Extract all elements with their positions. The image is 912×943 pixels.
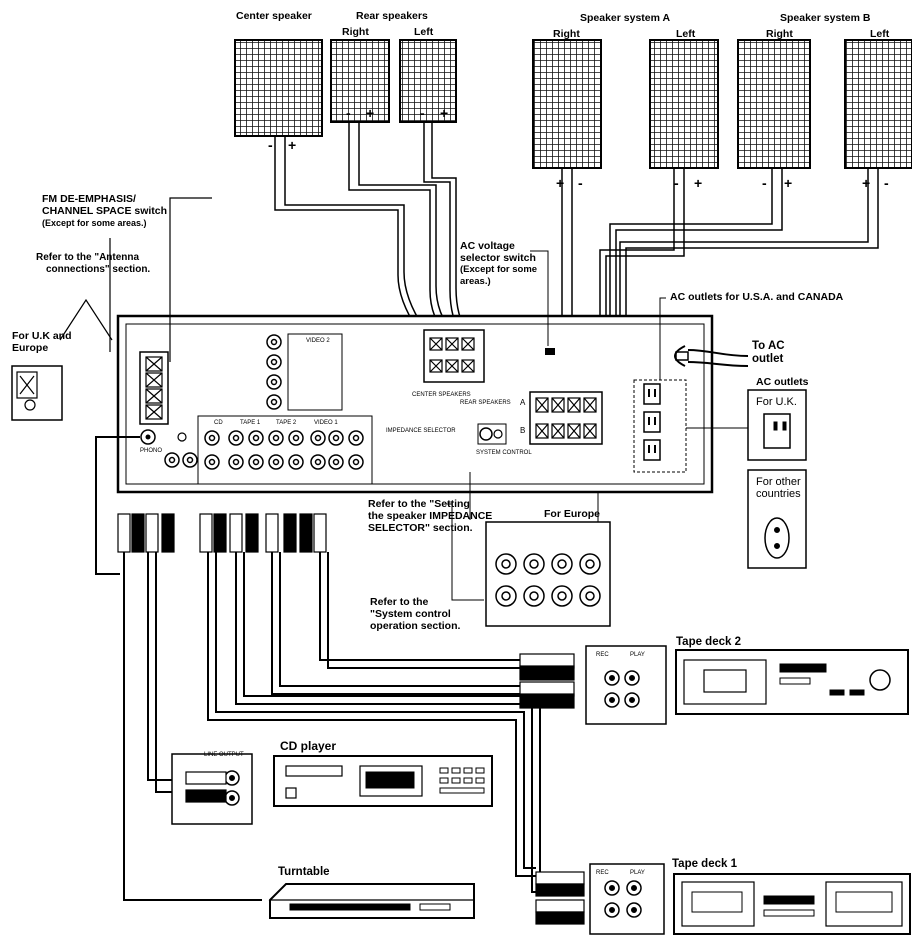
- ac-voltage-line2: selector switch: [460, 252, 536, 264]
- uk-europe-line1: For U.K and: [12, 330, 72, 342]
- center-speaker-label: Center speaker: [236, 10, 312, 22]
- speaker-system-b-left: [844, 39, 912, 169]
- tape-deck-2: [519, 645, 909, 725]
- rear-left-label: Left: [414, 26, 434, 38]
- a-left-minus: -: [674, 175, 679, 191]
- cd-player: [171, 753, 493, 825]
- rear-left-minus: -: [420, 105, 425, 121]
- system-control-callout-line1: Refer to the: [370, 596, 429, 608]
- terminal-b: B: [520, 426, 526, 435]
- center-minus: -: [268, 137, 273, 153]
- system-a-left-label: Left: [676, 28, 696, 40]
- speaker-system-a-label: Speaker system A: [580, 12, 671, 24]
- b-left-plus: +: [862, 175, 871, 191]
- b-right-minus: -: [762, 175, 767, 191]
- b-right-plus: +: [784, 175, 793, 191]
- fm-deemphasis-line1: FM DE-EMPHASIS/: [42, 193, 136, 205]
- panel-impedance-selector: IMPEDANCE SELECTOR: [386, 428, 456, 434]
- b-left-minus: -: [884, 175, 889, 191]
- fm-deemphasis-line2: CHANNEL SPACE switch: [42, 205, 168, 217]
- deck1-rec: REC: [596, 870, 609, 876]
- antenna-callout-line1: Refer to the "Antenna: [36, 252, 140, 263]
- uk-europe-line2: Europe: [12, 342, 49, 354]
- impedance-callout-line1: Refer to the "Setting: [368, 498, 470, 510]
- panel-tape-2: TAPE 2: [276, 420, 297, 426]
- panel-tape-1: TAPE 1: [240, 420, 261, 426]
- panel-video-1: VIDEO 1: [314, 420, 338, 426]
- panel-video-2: VIDEO 2: [306, 338, 330, 344]
- turntable-label: Turntable: [278, 866, 330, 878]
- turntable: [268, 883, 475, 919]
- panel-phono: PHONO: [140, 448, 163, 454]
- tape-deck-1-label: Tape deck 1: [672, 858, 737, 870]
- ac-voltage-line3: (Except for some: [460, 264, 538, 275]
- rca-plugs: [117, 513, 327, 553]
- impedance-callout-line3: SELECTOR" section.: [368, 522, 473, 534]
- panel-cd: CD: [214, 420, 223, 426]
- impedance-callout-line2: the speaker IMPEDANCE: [368, 510, 493, 522]
- ac-outlet-insets: [659, 297, 807, 569]
- a-left-plus: +: [694, 175, 703, 191]
- antenna-area: [11, 197, 212, 421]
- panel-system-control: SYSTEM CONTROL: [476, 450, 532, 456]
- speaker-system-b-label: Speaker system B: [780, 12, 871, 24]
- cd-line-output: LINE OUTPUT: [204, 752, 244, 758]
- for-other-line2: countries: [756, 488, 801, 500]
- terminal-a: A: [520, 398, 526, 407]
- to-ac-line1: To AC: [752, 340, 785, 352]
- rear-speaker-left: [399, 39, 457, 123]
- rear-speaker-right: [330, 39, 390, 123]
- rear-right-plus: +: [366, 105, 375, 121]
- system-control-callout-line3: operation section.: [370, 620, 461, 632]
- panel-center-speakers: CENTER SPEAKERS: [412, 392, 471, 398]
- fm-deemphasis-line3: (Except for some areas.): [42, 218, 147, 228]
- panel-rear-speakers: REAR SPEAKERS: [460, 400, 511, 406]
- center-speaker: [234, 39, 323, 137]
- a-right-minus: -: [578, 175, 583, 191]
- system-b-left-label: Left: [870, 28, 890, 40]
- ac-outlets-usa-label: AC outlets for U.S.A. and CANADA: [670, 291, 844, 303]
- deck1-play: PLAY: [630, 870, 645, 876]
- ac-voltage-line4: areas.): [460, 276, 491, 287]
- receiver-panel: [116, 314, 749, 494]
- tape-deck-1: [535, 863, 911, 935]
- system-control-callout-line2: "System control: [370, 608, 451, 620]
- system-b-right-label: Right: [766, 28, 793, 40]
- tape-deck-2-label: Tape deck 2: [676, 636, 741, 648]
- leader-lines: [446, 250, 549, 601]
- speaker-system-a-left: [649, 39, 719, 169]
- antenna-callout-line2: connections" section.: [46, 264, 151, 275]
- signal-cables: [95, 436, 541, 901]
- system-a-right-label: Right: [553, 28, 580, 40]
- ac-outlets-label: AC outlets: [756, 376, 809, 388]
- for-uk-label: For U.K.: [756, 396, 797, 408]
- center-plus: +: [288, 137, 297, 153]
- ac-voltage-line1: AC voltage: [460, 240, 515, 252]
- deck2-rec: REC: [596, 652, 609, 658]
- rear-right-minus: -: [346, 105, 351, 121]
- rear-speakers-label: Rear speakers: [356, 10, 428, 22]
- to-ac-line2: outlet: [752, 353, 784, 365]
- a-right-plus: +: [556, 175, 565, 191]
- europe-terminal-inset: [485, 492, 611, 627]
- cd-player-label: CD player: [280, 739, 337, 753]
- speaker-system-a-right: [532, 39, 602, 169]
- for-other-line1: For other: [756, 476, 801, 488]
- for-europe-label: For Europe: [544, 508, 601, 520]
- rear-left-plus: +: [440, 105, 449, 121]
- deck2-play: PLAY: [630, 652, 645, 658]
- speaker-system-b-right: [737, 39, 811, 169]
- rear-right-label: Right: [342, 26, 369, 38]
